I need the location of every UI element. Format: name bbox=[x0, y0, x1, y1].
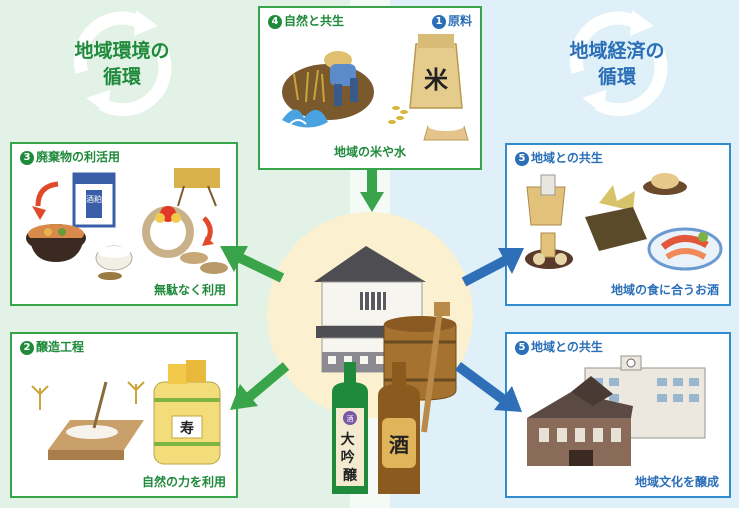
brewing-illustration: 寿 bbox=[31, 360, 221, 465]
svg-text:酒: 酒 bbox=[389, 433, 409, 457]
arrow-to-waste-icon bbox=[220, 246, 285, 283]
raw-material-caption: 地域の米や水 bbox=[333, 145, 406, 159]
economy-cycle-title: 地域経済の 循環 bbox=[569, 40, 665, 88]
brewing-process-caption: 自然の力を利用 bbox=[141, 475, 226, 489]
step-number-badge: 3 bbox=[20, 151, 34, 165]
step-number-badge: 4 bbox=[268, 15, 282, 29]
arrow-to-food-icon bbox=[461, 248, 524, 287]
environment-cycle-arrows-icon bbox=[62, 2, 182, 122]
sake-brewery-illustration: 酒 大 吟 醸 酒 bbox=[314, 246, 457, 494]
arrow-to-brewing-icon bbox=[230, 362, 290, 410]
svg-text:寿: 寿 bbox=[180, 420, 194, 437]
arrow-down-icon bbox=[360, 168, 384, 212]
step-number-badge: 5 bbox=[515, 341, 529, 355]
svg-text:酒: 酒 bbox=[347, 415, 354, 423]
local-culture-caption: 地域文化を醸成 bbox=[634, 475, 719, 489]
green-bottle-label: 大 吟 醸 bbox=[341, 431, 360, 484]
waste-utilization-caption: 無駄なく利用 bbox=[153, 283, 226, 297]
svg-text:酒粕: 酒粕 bbox=[86, 194, 102, 204]
svg-text:米: 米 bbox=[424, 66, 448, 94]
rice-field-illustration: 米 bbox=[282, 34, 469, 141]
step-number-badge: 2 bbox=[20, 341, 34, 355]
local-food-illustration bbox=[525, 173, 723, 271]
waste-reuse-illustration: 酒粕 bbox=[26, 168, 228, 280]
environment-cycle-title: 地域環境の 循環 bbox=[74, 40, 170, 88]
local-food-caption: 地域の食に合うお酒 bbox=[610, 283, 719, 297]
local-culture-buildings-illustration bbox=[527, 355, 706, 466]
economy-cycle-arrows-icon bbox=[558, 2, 678, 122]
step-number-badge: 5 bbox=[515, 152, 529, 166]
step-number-badge: 1 bbox=[431, 15, 446, 29]
arrow-to-culture-icon bbox=[455, 362, 522, 412]
